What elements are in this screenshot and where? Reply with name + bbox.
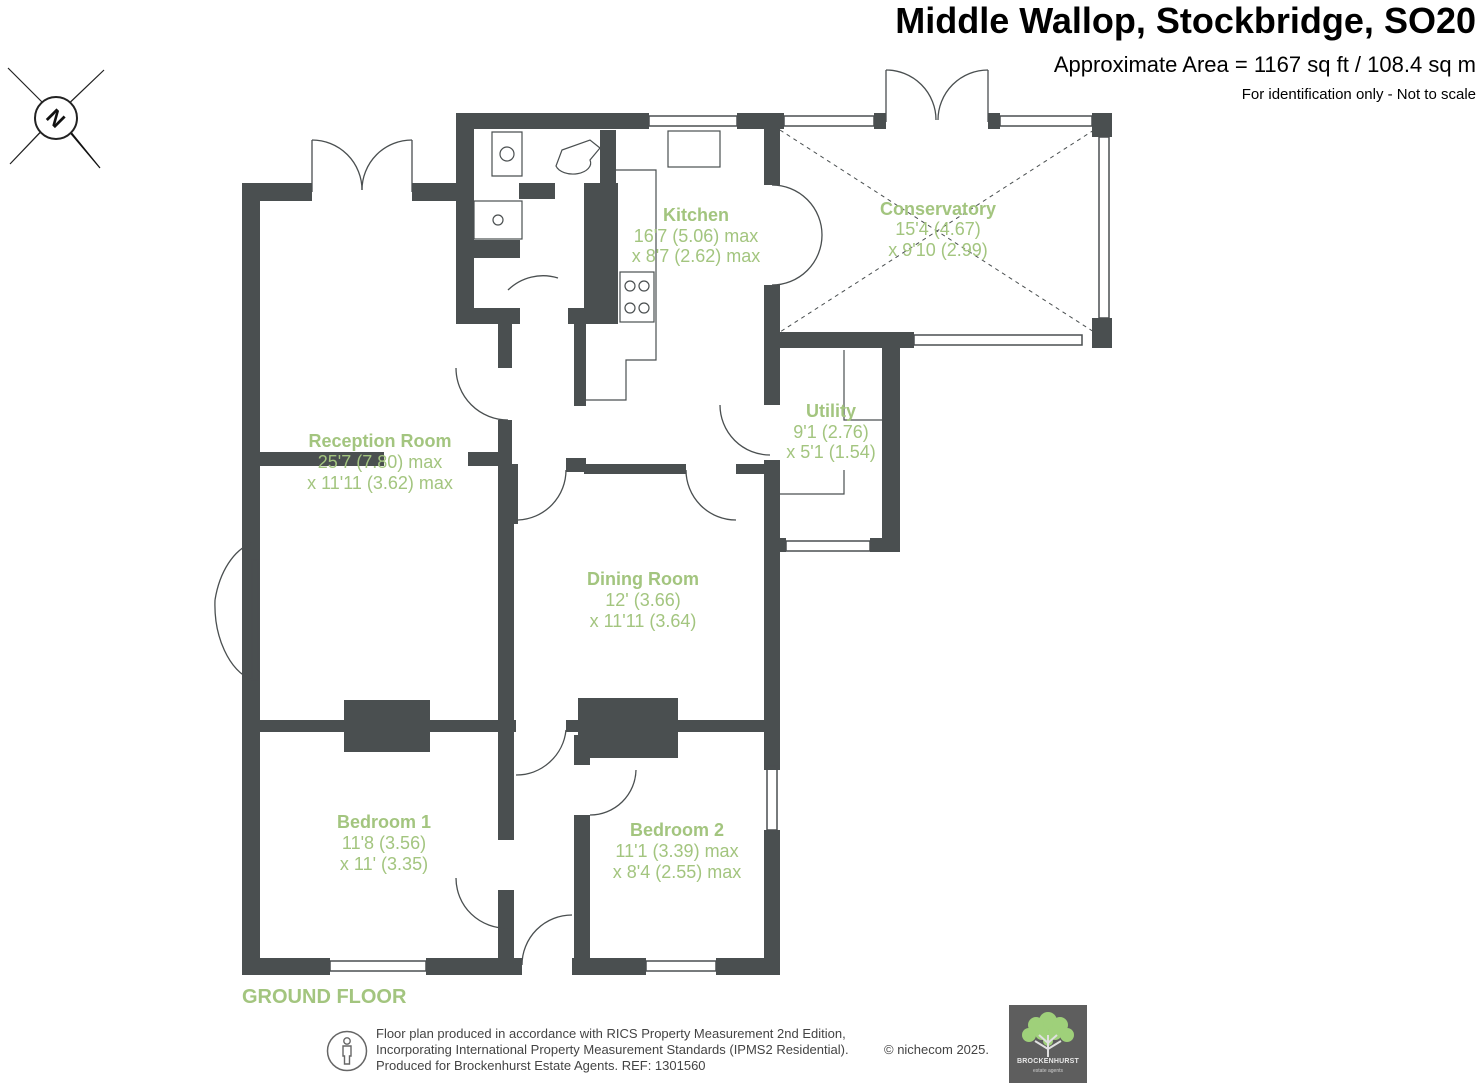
copyright: © nichecom 2025. (884, 1042, 989, 1057)
bedroom1-dim1: 11'8 (3.56) (342, 833, 426, 853)
kitchen-name: Kitchen (663, 205, 729, 225)
windows (251, 115, 1110, 972)
logo-subtitle: estate agents (1032, 1068, 1064, 1074)
fixtures (473, 130, 882, 495)
floor-label: GROUND FLOOR (242, 986, 407, 1008)
plan-title: Middle Wallop, Stockbridge, SO20 (895, 0, 1476, 41)
room-labels: Kitchen 16'7 (5.06) max x 8'7 (2.62) max… (307, 199, 996, 882)
reception-dim2: x 11'11 (3.62) max (307, 473, 453, 493)
bedroom2-dim1: 11'1 (3.39) max (615, 841, 738, 861)
conservatory-name: Conservatory (880, 199, 996, 219)
scale-note: For identification only - Not to scale (1241, 86, 1476, 103)
footer-text: Floor plan produced in accordance with R… (376, 1026, 849, 1074)
utility-name: Utility (806, 401, 856, 421)
conservatory-dim1: 15'4 (4.67) (895, 219, 981, 239)
dining-name: Dining Room (587, 569, 699, 589)
utility-dim1: 9'1 (2.76) (793, 422, 868, 442)
person-icon (326, 1030, 368, 1072)
conservatory-cross (779, 129, 1095, 333)
bedroom2-name: Bedroom 2 (630, 820, 724, 840)
kitchen-dim1: 16'7 (5.06) max (634, 226, 759, 246)
footer-line-3: Produced for Brockenhurst Estate Agents.… (376, 1058, 706, 1073)
reception-dim1: 25'7 (7.80) max (318, 452, 443, 472)
walls (242, 113, 1112, 975)
utility-dim2: x 5'1 (1.54) (786, 442, 875, 462)
dining-dim1: 12' (3.66) (605, 590, 680, 610)
tree-icon (1022, 1012, 1074, 1057)
footer-line-1: Floor plan produced in accordance with R… (376, 1026, 846, 1041)
north-compass-icon: N (7, 67, 105, 169)
bedroom2-dim2: x 8'4 (2.55) max (613, 862, 742, 882)
dining-dim2: x 11'11 (3.64) (590, 611, 697, 631)
bedroom1-dim2: x 11' (3.35) (340, 854, 428, 874)
logo-name: BROCKENHURST (1017, 1058, 1079, 1065)
kitchen-dim2: x 8'7 (2.62) max (632, 246, 761, 266)
conservatory-dim2: x 9'10 (2.99) (888, 240, 988, 260)
reception-name: Reception Room (308, 431, 451, 451)
brockenhurst-logo: BROCKENHURST estate agents (1009, 1005, 1087, 1083)
footer-line-2: Incorporating International Property Mea… (376, 1042, 849, 1057)
bedroom1-name: Bedroom 1 (337, 812, 431, 832)
approximate-area: Approximate Area = 1167 sq ft / 108.4 sq… (1053, 52, 1476, 77)
doors (214, 69, 989, 966)
